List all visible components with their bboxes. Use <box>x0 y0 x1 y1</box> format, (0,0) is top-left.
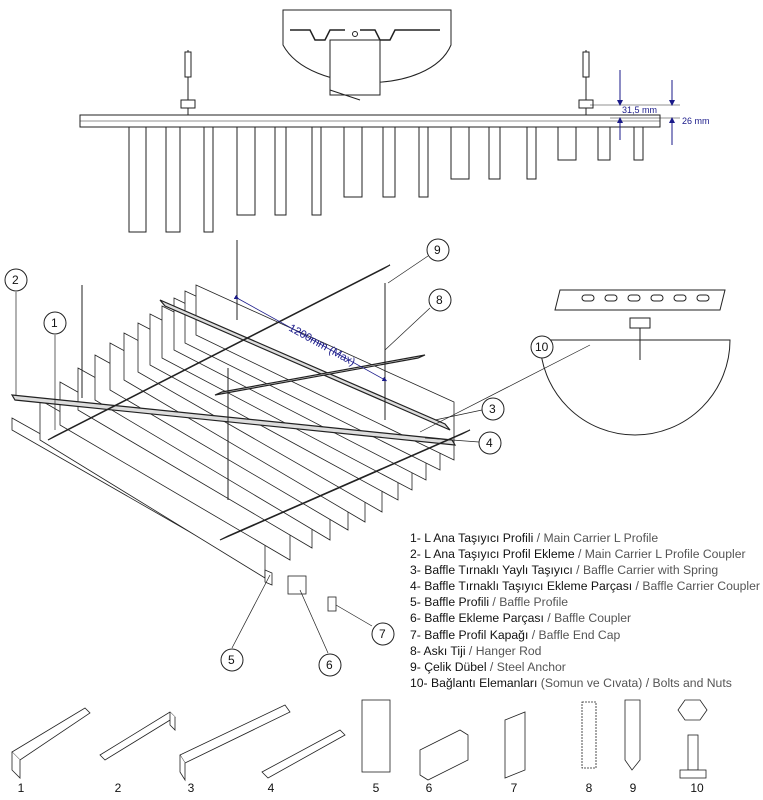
callout-6: 6 <box>299 589 342 677</box>
parts-number-row: 1 2 3 4 5 6 7 8 9 10 <box>0 690 763 800</box>
legend-item-tr: 10- Bağlantı Elemanları <box>410 675 538 690</box>
legend-item-en: Hanger Rod <box>475 643 542 658</box>
callout-5: 5 <box>220 574 271 672</box>
callout-9: 9 <box>387 238 450 284</box>
connection-detail <box>419 289 731 436</box>
part-number-10: 10 <box>690 781 704 795</box>
callout-10: 10 <box>530 335 554 359</box>
part-number-4: 4 <box>267 781 275 795</box>
legend-item-en: Baffle Carrier Coupler <box>642 579 760 594</box>
legend-item-en: Baffle Carrier with Spring <box>582 563 719 578</box>
legend-item: 5- Baffle Profili / Baffle Profile <box>410 595 569 610</box>
part-number-1: 1 <box>17 781 25 795</box>
legend-item-en: Baffle Coupler <box>554 611 632 626</box>
legend-item-en: Baffle End Cap <box>538 627 621 642</box>
legend-item-tr: 4- Baffle Tırnaklı Taşıyıcı Ekleme Parça… <box>410 579 633 594</box>
legend-item-tr: 5- Baffle Profili <box>410 595 490 610</box>
legend-item-en: Baffle Profile <box>499 595 569 610</box>
part-number-5: 5 <box>372 781 380 795</box>
svg-text:6: 6 <box>326 658 333 672</box>
legend-item-tr: 8- Askı Tiji <box>410 643 466 658</box>
callout-4: 4 <box>424 431 502 455</box>
legend-item-en: Main Carrier L Profile <box>543 531 659 545</box>
svg-text:5: 5 <box>228 653 235 667</box>
legend-item-en: Bolts and Nuts <box>652 675 732 690</box>
parts-row-drawings <box>11 699 708 782</box>
svg-text:7: 7 <box>379 627 386 641</box>
legend-item-tr: 6- Baffle Ekleme Parçası <box>410 611 544 626</box>
callout-markers: 1 2 3 4 5 6 7 8 9 10 <box>4 238 554 677</box>
svg-text:4: 4 <box>486 436 493 450</box>
part-number-7: 7 <box>510 781 518 795</box>
callout-2: 2 <box>4 268 28 395</box>
svg-text:8: 8 <box>436 293 443 307</box>
legend-item: 6- Baffle Ekleme Parçası / Baffle Couple… <box>410 611 632 626</box>
legend-item: 2- L Ana Taşıyıcı Profil Ekleme / Main C… <box>410 547 746 562</box>
legend-item-extra: (Somun ve Cıvata) <box>537 675 643 690</box>
callout-8: 8 <box>384 288 452 351</box>
legend-item: 9- Çelik Dübel / Steel Anchor <box>410 659 566 674</box>
svg-text:1: 1 <box>51 316 58 330</box>
part-number-6: 6 <box>425 781 433 795</box>
part-number-9: 9 <box>629 781 637 795</box>
svg-text:2: 2 <box>12 273 19 287</box>
legend-item-tr: 2- L Ana Taşıyıcı Profil Ekleme <box>410 547 575 562</box>
part-number-8: 8 <box>585 781 593 795</box>
svg-text:10: 10 <box>535 340 549 354</box>
legend-item: 10- Bağlantı Elemanları (Somun ve Cıvata… <box>410 675 732 690</box>
legend-item-tr: 1- L Ana Taşıyıcı Profili <box>410 531 534 545</box>
legend-item: 4- Baffle Tırnaklı Taşıyıcı Ekleme Parça… <box>410 579 760 594</box>
part-number-3: 3 <box>187 781 195 795</box>
parts-legend: 1- L Ana Taşıyıcı Profili / Main Carrier… <box>410 530 760 691</box>
callout-7: 7 <box>335 604 395 646</box>
elevation-view <box>79 9 680 233</box>
callout-3: 3 <box>434 397 505 421</box>
svg-text:9: 9 <box>434 243 441 257</box>
legend-item: 8- Askı Tiji / Hanger Rod <box>410 643 542 658</box>
legend-item-en: Steel Anchor <box>496 659 566 674</box>
legend-item: 7- Baffle Profil Kapağı / Baffle End Cap <box>410 627 621 642</box>
isometric-assembly <box>10 240 471 612</box>
legend-item-en: Main Carrier L Profile Coupler <box>584 547 746 562</box>
legend-item: 3- Baffle Tırnaklı Yaylı Taşıyıcı / Baff… <box>410 563 719 578</box>
svg-text:3: 3 <box>489 402 496 416</box>
part-number-2: 2 <box>114 781 122 795</box>
dim-label-bottom: 26 mm <box>682 116 710 126</box>
legend-item: 1- L Ana Taşıyıcı Profili / Main Carrier… <box>410 531 659 545</box>
legend-item-tr: 9- Çelik Dübel <box>410 659 487 674</box>
legend-item-tr: 7- Baffle Profil Kapağı <box>410 627 529 642</box>
callout-1: 1 <box>43 311 67 430</box>
legend-item-tr: 3- Baffle Tırnaklı Yaylı Taşıyıcı <box>410 563 573 578</box>
dim-label-top: 31,5 mm <box>622 105 657 115</box>
